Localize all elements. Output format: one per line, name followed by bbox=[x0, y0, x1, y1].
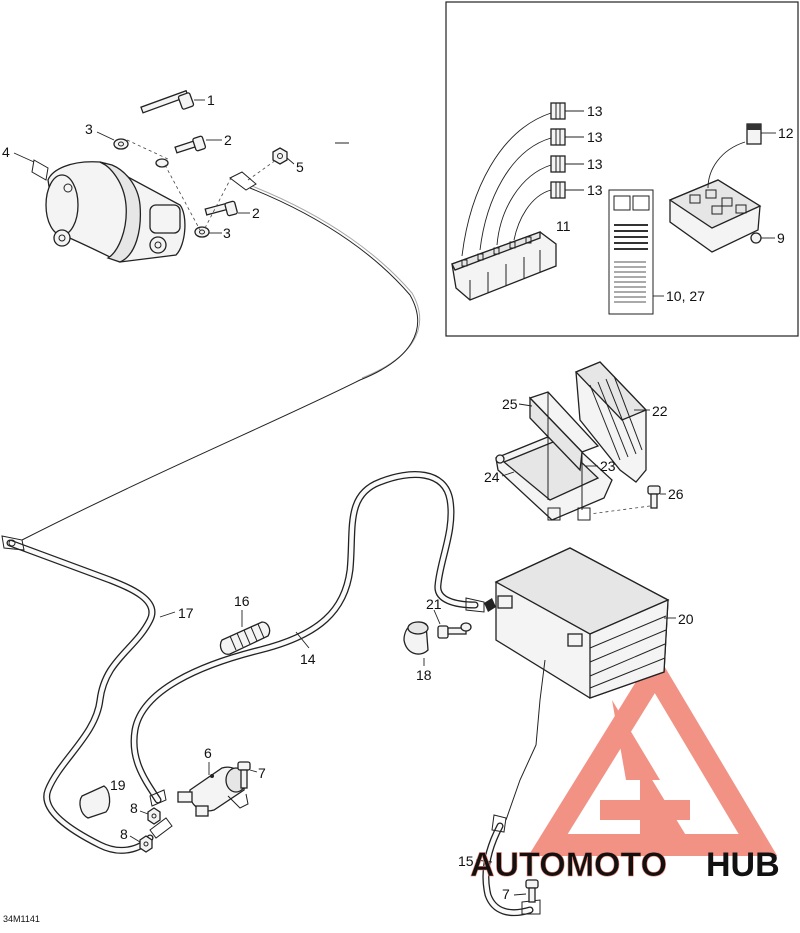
label-9: 9 bbox=[777, 230, 785, 246]
relay-box bbox=[668, 141, 775, 253]
bolt-21 bbox=[433, 609, 472, 639]
label-7b: 7 bbox=[502, 886, 510, 902]
label-20: 20 bbox=[678, 611, 694, 627]
label-6: 6 bbox=[204, 745, 212, 761]
bolt-7-battery bbox=[513, 879, 539, 903]
boot-16 bbox=[219, 610, 271, 655]
label-24: 24 bbox=[484, 469, 500, 485]
watermark-text: AUTOMOTO HUB bbox=[470, 846, 780, 885]
label-21: 21 bbox=[426, 596, 442, 612]
label-3b: 3 bbox=[223, 225, 231, 241]
label-13a: 13 bbox=[587, 103, 603, 119]
boot-19 bbox=[79, 785, 111, 819]
label-1: 1 bbox=[207, 92, 215, 108]
label-7a: 7 bbox=[258, 765, 266, 781]
cable-17 bbox=[1, 535, 176, 854]
watermark-brand-1: AUTOMOTO bbox=[470, 846, 667, 884]
fusebox-inset bbox=[445, 1, 799, 337]
label-4: 4 bbox=[2, 144, 10, 160]
label-10-27: 10, 27 bbox=[666, 288, 705, 304]
label-18: 18 bbox=[416, 667, 432, 683]
label-13c: 13 bbox=[587, 156, 603, 172]
bolt-26 bbox=[589, 485, 666, 515]
label-16: 16 bbox=[234, 593, 250, 609]
part-labels: 1 2 2 3 3 4 5 6 7 7 8 8 9 10, 27 11 12 1… bbox=[2, 92, 794, 924]
label-13d: 13 bbox=[587, 182, 603, 198]
label-2a: 2 bbox=[224, 132, 232, 148]
boot-18 bbox=[403, 621, 429, 666]
label-13b: 13 bbox=[587, 129, 603, 145]
label-5: 5 bbox=[296, 159, 304, 175]
starter-motor bbox=[13, 152, 186, 263]
figure-code: 34M1141 bbox=[3, 914, 40, 924]
bolt-7-solenoid bbox=[237, 761, 258, 789]
label-14: 14 bbox=[300, 651, 316, 667]
fuse-box-housing bbox=[451, 231, 557, 301]
relay bbox=[746, 123, 776, 145]
battery-cover-22 bbox=[574, 361, 650, 483]
cable-14 bbox=[130, 471, 496, 804]
label-23: 23 bbox=[600, 458, 616, 474]
starter-fasteners bbox=[96, 89, 349, 238]
watermark-brand-2: HUB bbox=[706, 846, 780, 884]
fuse-decal bbox=[608, 189, 664, 315]
label-22: 22 bbox=[652, 403, 668, 419]
solenoid-6 bbox=[177, 762, 249, 817]
label-15: 15 bbox=[458, 853, 474, 869]
label-2b: 2 bbox=[252, 205, 260, 221]
label-12: 12 bbox=[778, 125, 794, 141]
battery-tray bbox=[495, 391, 613, 521]
watermark-logo bbox=[528, 650, 778, 856]
fuses bbox=[461, 102, 584, 257]
label-19: 19 bbox=[110, 777, 126, 793]
label-8a: 8 bbox=[130, 800, 138, 816]
label-26: 26 bbox=[668, 486, 684, 502]
battery-20 bbox=[494, 547, 676, 699]
label-17: 17 bbox=[178, 605, 194, 621]
label-25: 25 bbox=[502, 396, 518, 412]
label-3a: 3 bbox=[85, 121, 93, 137]
cable-15 bbox=[475, 659, 546, 917]
label-8b: 8 bbox=[120, 826, 128, 842]
label-11: 11 bbox=[556, 218, 571, 234]
nuts-8 bbox=[129, 789, 173, 853]
